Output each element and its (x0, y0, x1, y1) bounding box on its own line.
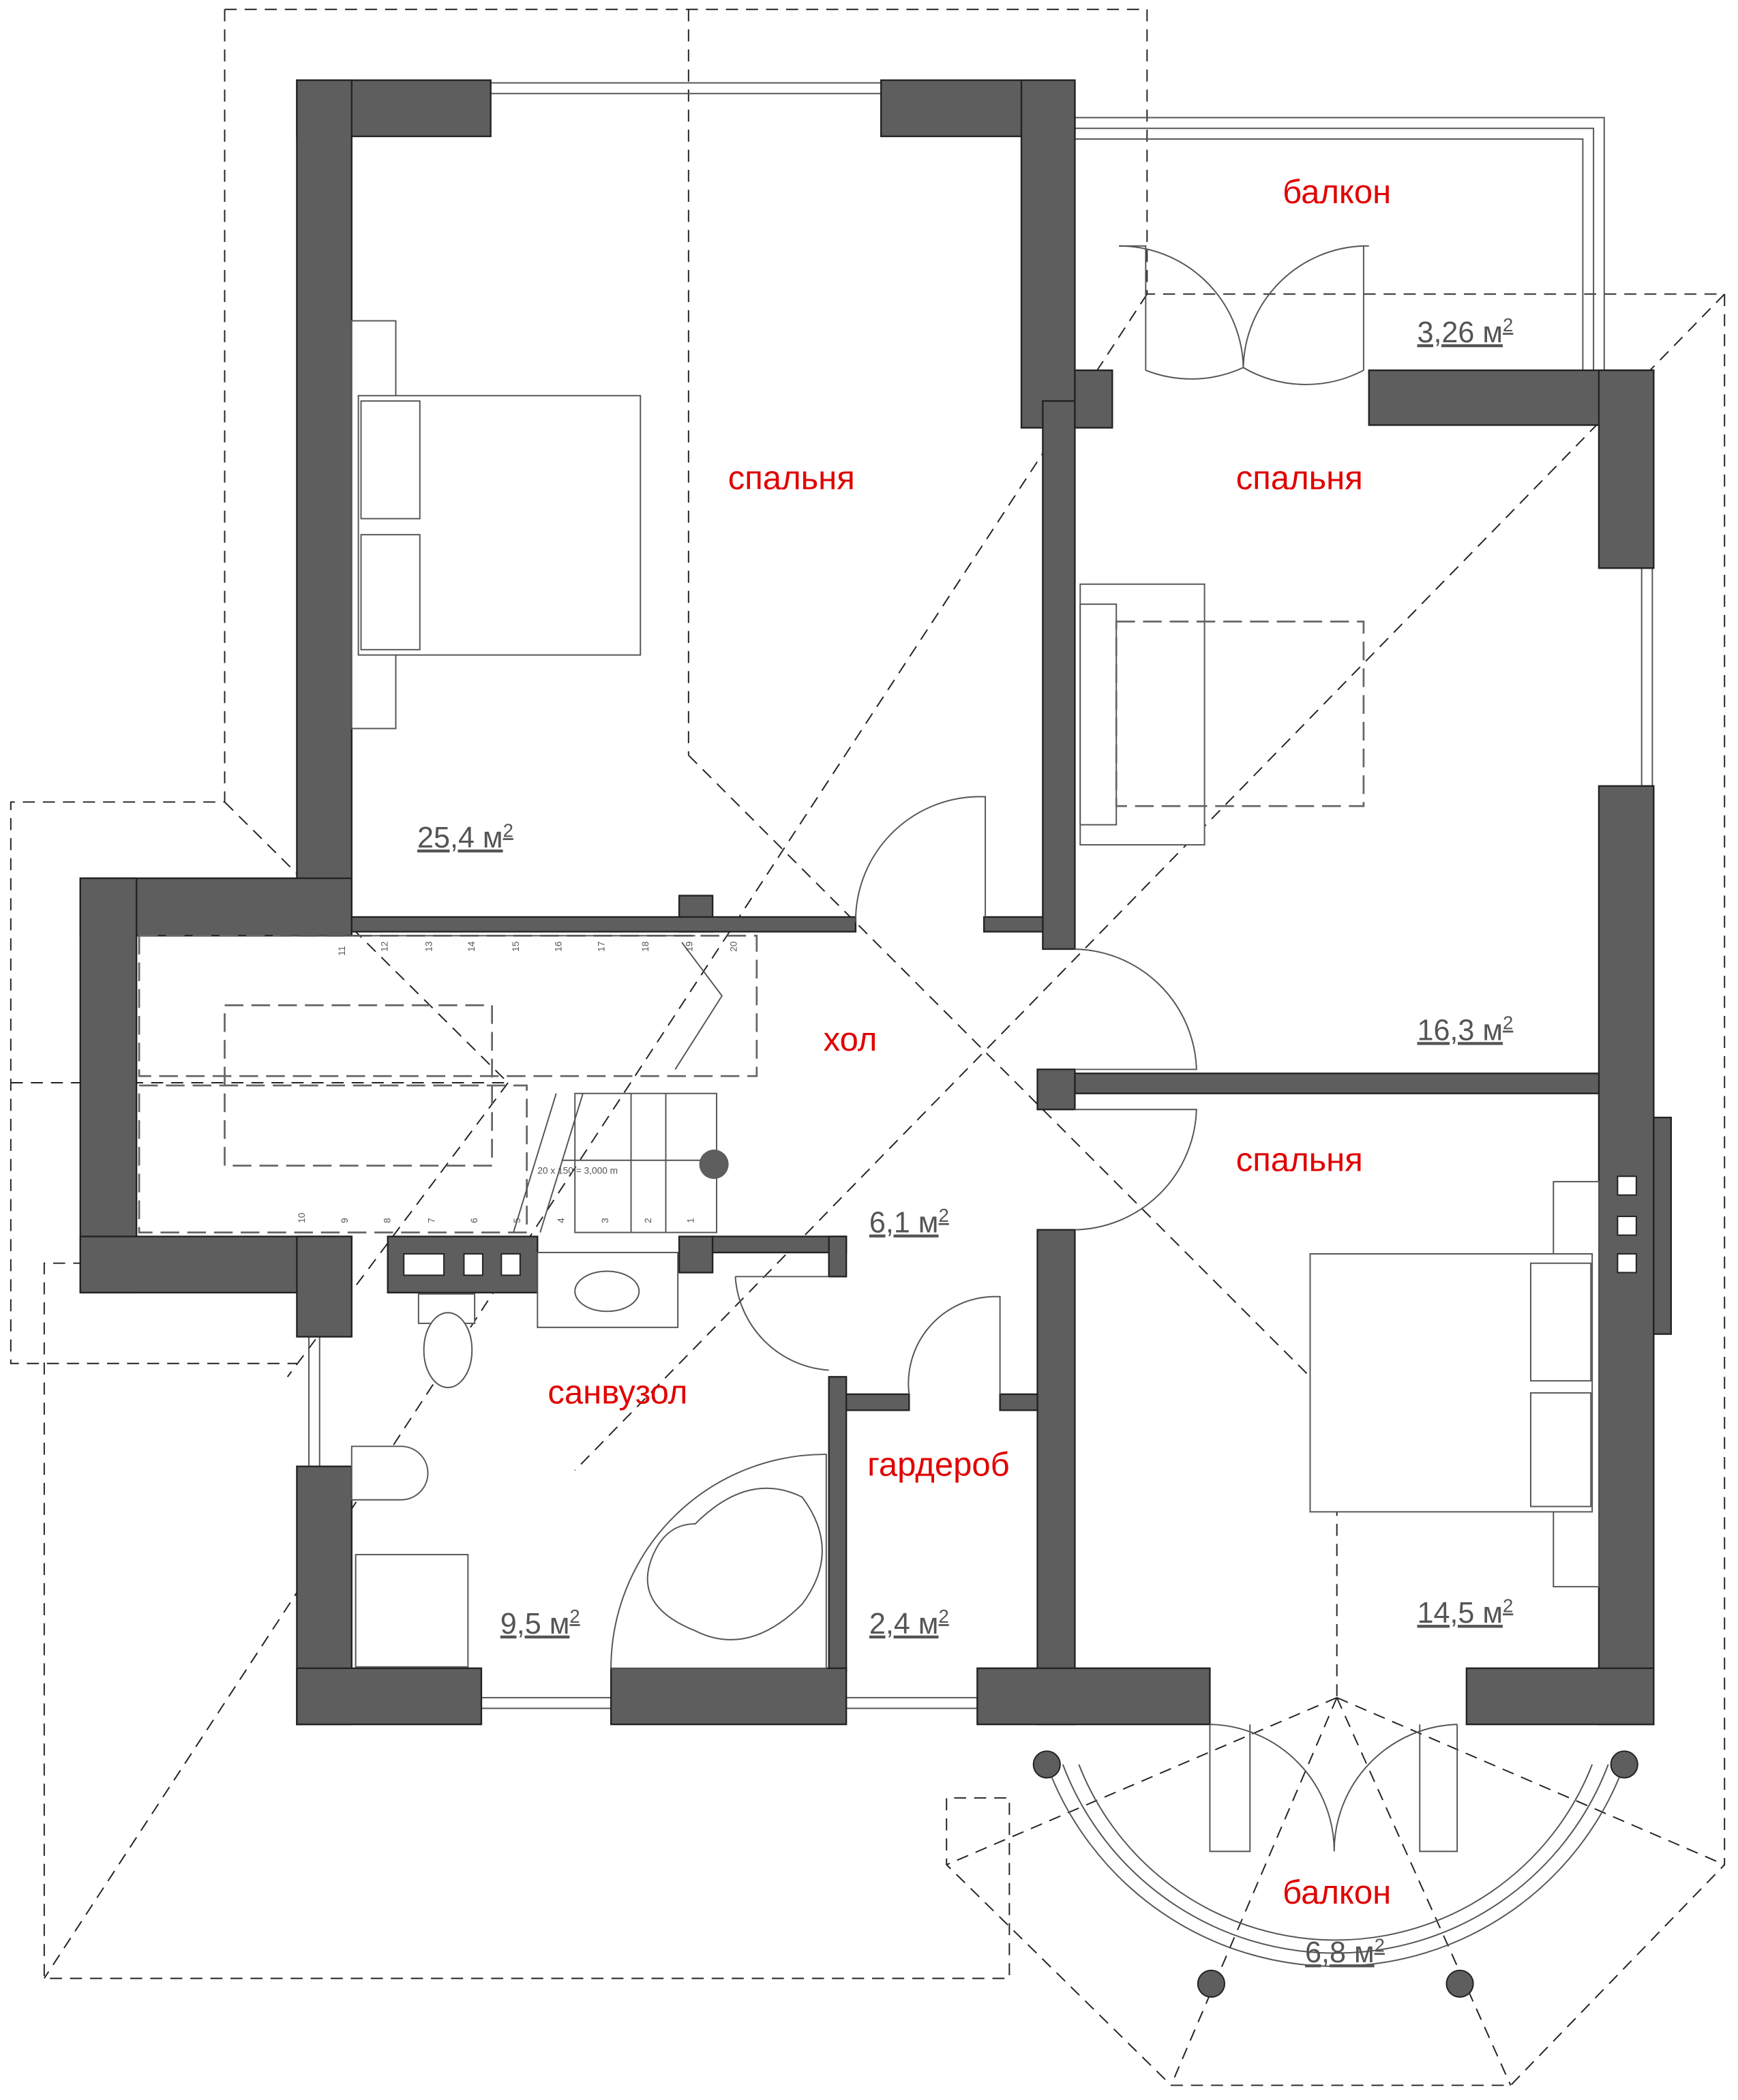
balcony-railing-top (1075, 117, 1605, 371)
room-area-balcony-top: 3,26 м2 (1417, 314, 1513, 349)
step-number: 16 (554, 941, 564, 952)
step-number: 20 (728, 941, 738, 952)
stair-note: 20 x 150 = 3,000 m (537, 1165, 618, 1175)
step-number: 3 (600, 1218, 610, 1223)
step-number: 14 (466, 941, 477, 952)
shower (355, 1554, 469, 1668)
room-label-wardrobe: гардероб (867, 1446, 1010, 1483)
bathtub (610, 1454, 827, 1669)
room-label-hall: хол (824, 1021, 878, 1058)
room-labels: спальня 25,4 м2 спальня 16,3 м2 спальня … (417, 174, 1513, 1969)
room-label-bedroom-2: спальня (1236, 460, 1363, 497)
room-area-balcony-bottom: 6,8 м2 (1305, 1934, 1385, 1969)
step-number: 10 (297, 1212, 307, 1223)
step-number: 9 (340, 1218, 350, 1223)
step-number: 17 (596, 942, 606, 952)
bidet (350, 1445, 429, 1501)
room-label-balcony-top: балкон (1283, 174, 1391, 211)
room-area-bedroom-3: 14,5 м2 (1417, 1595, 1513, 1630)
step-number: 11 (337, 946, 347, 956)
furniture (350, 320, 1600, 1669)
room-area-bedroom-2: 16,3 м2 (1417, 1012, 1513, 1047)
room-area-wardrobe: 2,4 м2 (869, 1606, 949, 1640)
step-number: 15 (511, 941, 521, 952)
room-label-bedroom-3: спальня (1236, 1141, 1363, 1178)
room-label-bathroom: санвузол (548, 1375, 687, 1411)
room-area-bathroom: 9,5 м2 (500, 1606, 580, 1640)
step-number: 7 (426, 1218, 436, 1223)
step-number: 18 (640, 941, 650, 952)
step-number: 1 (686, 1218, 696, 1223)
step-number: 13 (423, 941, 434, 952)
doors (734, 245, 1458, 1852)
room-area-bedroom-1: 25,4 м2 (417, 820, 513, 854)
step-number: 8 (383, 1218, 393, 1223)
room-label-bedroom-1: спальня (728, 460, 855, 497)
step-number: 6 (469, 1218, 479, 1223)
step-number: 2 (643, 1218, 653, 1223)
staircase: 11 12 13 14 15 16 17 18 19 20 10 9 8 7 6… (138, 935, 758, 1233)
sink (537, 1252, 679, 1328)
step-number: 12 (380, 942, 390, 952)
step-number: 19 (685, 942, 695, 952)
room-label-balcony-bottom: балкон (1283, 1874, 1391, 1911)
room-area-hall: 6,1 м2 (869, 1205, 949, 1240)
balcony-round (1032, 1750, 1638, 1998)
step-number: 4 (556, 1218, 566, 1223)
step-number: 5 (512, 1218, 522, 1223)
walls (79, 79, 1672, 1726)
